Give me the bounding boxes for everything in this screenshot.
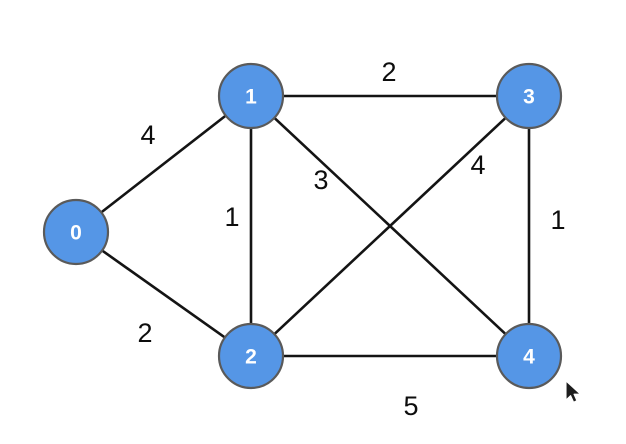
graph-node-label-2: 2 <box>245 346 257 369</box>
graph-node-3[interactable]: 3 <box>495 62 563 130</box>
nodes-group: 0 1 2 3 4 <box>42 62 563 390</box>
graph-node-label-4: 4 <box>523 346 535 369</box>
edge-weight-2-4: 5 <box>403 391 418 421</box>
graph-node-circle-2[interactable] <box>217 322 285 390</box>
edge-weight-3-4: 1 <box>550 205 565 235</box>
graph-edge-0-2 <box>99 248 228 340</box>
graph-node-circle-4[interactable] <box>495 322 563 390</box>
edge-weight-1-2: 1 <box>224 202 239 232</box>
edge-weight-0-2: 2 <box>137 318 152 348</box>
graph-node-label-1: 1 <box>245 86 257 109</box>
graph-node-1[interactable]: 1 <box>217 62 285 130</box>
graph-node-circle-3[interactable] <box>495 62 563 130</box>
edge-weight-1-4: 3 <box>313 165 328 195</box>
graph-node-circle-1[interactable] <box>217 62 285 130</box>
edges-group <box>99 94 531 358</box>
mouse-pointer-icon <box>565 380 581 403</box>
graph-node-circle-0[interactable] <box>42 198 110 266</box>
edge-weight-1-3: 2 <box>381 57 396 87</box>
graph-node-0[interactable]: 0 <box>42 198 110 266</box>
graph-node-label-0: 0 <box>70 222 82 245</box>
graph-edge-2-3 <box>272 115 508 337</box>
graph-node-4[interactable]: 4 <box>495 322 563 390</box>
graph-node-label-3: 3 <box>523 86 535 109</box>
edge-weight-labels-group: 4 2 1 2 3 4 5 1 <box>137 57 565 421</box>
edge-weight-2-3: 4 <box>470 150 485 180</box>
edge-weight-0-1: 4 <box>140 120 155 150</box>
graph-node-2[interactable]: 2 <box>217 322 285 390</box>
mouse-pointer-icon <box>565 380 581 403</box>
graph-edge-0-1 <box>99 113 228 215</box>
